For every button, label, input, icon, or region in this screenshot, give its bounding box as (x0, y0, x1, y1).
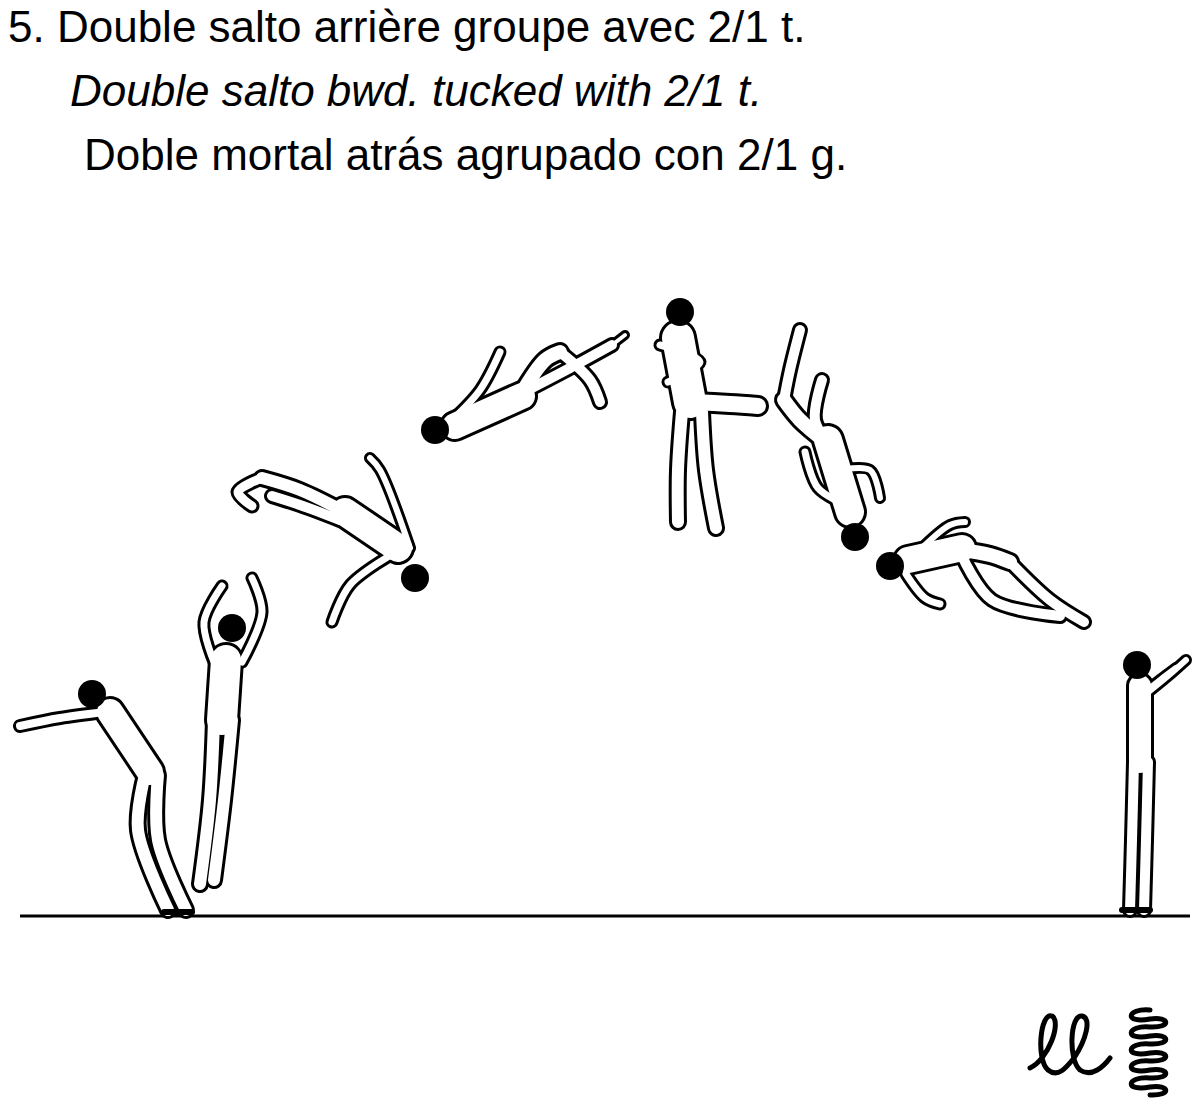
limb-outline (332, 552, 396, 622)
limb-outline (242, 578, 262, 662)
limb-fill (242, 578, 262, 662)
gymnast-figure (876, 522, 1084, 622)
limb-fill (815, 380, 830, 446)
limb-fill (332, 552, 396, 622)
limb-fill (1129, 686, 1151, 762)
limb-outline (20, 712, 105, 726)
limb-outline (1130, 762, 1134, 910)
gymnast-head (876, 552, 904, 580)
limb-fill (660, 345, 700, 382)
element-symbol (1030, 1010, 1166, 1095)
symbol-loops (1030, 1016, 1110, 1073)
limb-fill (222, 660, 226, 720)
limb-outline (238, 478, 262, 506)
limb-outline (222, 660, 226, 720)
limb-outline (345, 512, 398, 548)
gymnast-figure (660, 298, 758, 528)
limb-outline (906, 574, 940, 604)
limb-fill (962, 556, 1060, 616)
gymnast-feet (164, 909, 192, 915)
limb-fill (920, 522, 965, 550)
limb-outline (702, 412, 716, 528)
floor-line (20, 915, 1190, 918)
limb-fill (702, 412, 716, 528)
limb-outline (692, 402, 758, 406)
gymnast-head (401, 564, 429, 592)
limb-outline (1144, 762, 1148, 910)
gymnast-figure (238, 458, 429, 622)
limb-fill (1130, 762, 1134, 910)
limb-outline (110, 712, 150, 772)
limb-outline (815, 380, 830, 446)
limb-fill (692, 402, 758, 406)
gymnast-head (841, 523, 869, 551)
limb-fill (370, 458, 410, 548)
element-title: 5. Double salto arrière groupe avec 2/1 … (8, 2, 805, 53)
limb-fill (784, 330, 800, 400)
gymnast-figure (20, 680, 186, 910)
limb-fill (20, 712, 105, 726)
gymnast-figure (200, 578, 262, 884)
limb-fill (906, 574, 940, 604)
limb-outline (784, 330, 800, 400)
limb-outline (1126, 686, 1154, 762)
gymnast-feet (1122, 907, 1150, 913)
limb-fill (678, 412, 682, 522)
limb-fill (272, 496, 340, 520)
gymnast-figure (784, 330, 880, 551)
limb-fill (1144, 762, 1148, 910)
limb-outline (908, 548, 962, 560)
element-translation: Doble mortal atrás agrupado con 2/1 g. (84, 130, 847, 181)
element-translation: Double salto bwd. tucked with 2/1 t. (70, 66, 762, 117)
limb-fill (345, 512, 398, 548)
limb-fill (156, 775, 186, 910)
limb-outline (678, 412, 682, 522)
gymnast-head (1123, 651, 1151, 679)
gymnast-head (218, 614, 246, 642)
limb-fill (238, 478, 262, 506)
gymnast-head (666, 298, 694, 326)
gymnast-figure (1123, 651, 1186, 910)
limb-outline (612, 335, 625, 345)
limb-fill (452, 352, 500, 420)
limb-fill (214, 720, 232, 880)
limb-fill (805, 452, 846, 505)
limb-fill (612, 335, 625, 345)
limb-fill (110, 712, 150, 772)
gymnast-figure (421, 335, 625, 444)
limb-fill (840, 468, 880, 498)
gymnast-head (78, 680, 106, 708)
gymnast-head (421, 416, 449, 444)
limb-fill (908, 548, 962, 560)
limb-fill (524, 345, 612, 392)
symbol-spiral (1131, 1010, 1166, 1095)
